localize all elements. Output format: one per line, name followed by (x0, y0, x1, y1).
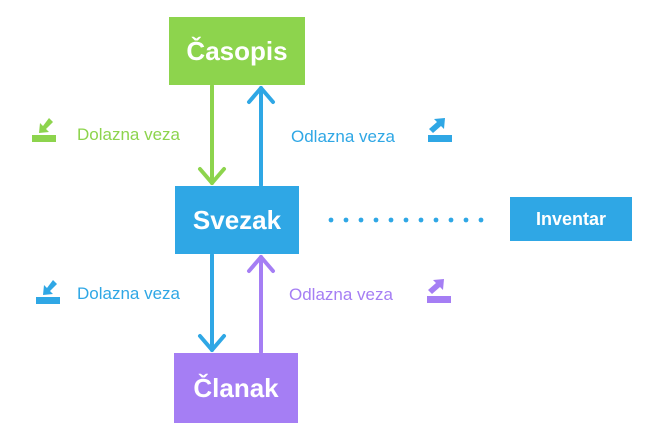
top-incoming-connector (198, 84, 226, 185)
inventar-label: Inventar (535, 208, 607, 229)
top-incoming-label: Dolazna veza (77, 125, 181, 144)
bottom-outgoing-label: Odlazna veza (289, 285, 393, 304)
outgoing-arrow-icon (427, 116, 453, 144)
casopis-node[interactable]: Časopis (169, 17, 305, 85)
incoming-arrow-icon (35, 278, 61, 306)
clanak-label: Članak (193, 372, 279, 403)
bottom-incoming-label: Dolazna veza (77, 284, 181, 303)
svezak-label: Svezak (192, 204, 282, 235)
bottom-outgoing-connector (247, 255, 275, 354)
top-outgoing-label: Odlazna veza (291, 127, 395, 146)
top-outgoing-connector (247, 86, 275, 187)
bottom-incoming-connector (198, 253, 226, 352)
svezak-node[interactable]: Svezak (175, 186, 299, 254)
inventar-dotted-connector (328, 217, 484, 223)
casopis-label: Časopis (186, 35, 288, 66)
inventar-node[interactable]: Inventar (510, 197, 632, 241)
outgoing-arrow-icon (426, 277, 452, 305)
clanak-node[interactable]: Članak (174, 353, 298, 423)
incoming-arrow-icon (31, 116, 57, 144)
